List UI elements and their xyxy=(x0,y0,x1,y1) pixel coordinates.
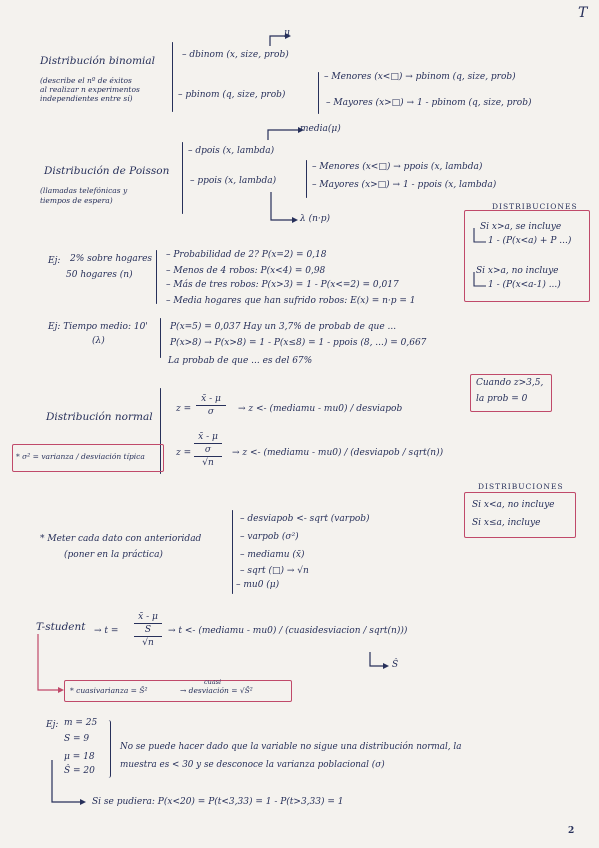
poisson-dpois: – dpois (x, lambda) xyxy=(188,146,275,156)
normal-z2-num: x̄ - μ xyxy=(198,432,218,442)
binomial-title: Distribución binomial xyxy=(40,55,156,67)
binomial-mayores: – Mayores (x>□) → 1 - pbinom (q, size, p… xyxy=(326,98,532,108)
example-3-m: m = 25 xyxy=(64,718,98,728)
example-2-line-3: La probab de que ... es del 67% xyxy=(168,356,313,366)
tstudent-num: x̄ - μ xyxy=(138,612,158,622)
example-1-given-2: 50 hogares (n) xyxy=(66,270,133,280)
meter-title: * Meter cada dato con anterioridad xyxy=(40,534,202,544)
normal-brace xyxy=(160,388,161,474)
dist-box-1-line2: 1 - (P(x<a) + P ...) xyxy=(488,236,572,246)
tstudent-title: T-student xyxy=(36,621,86,633)
binomial-pbinom-brace xyxy=(318,72,319,114)
dist-box-1-line1: Si x>a, se incluye xyxy=(480,222,562,232)
example-1-label: Ej: xyxy=(48,256,61,266)
normal-z2-rhs: → z <- (mediamu - mu0) / (desviapob / sq… xyxy=(232,448,444,458)
dist-box-2-line1: Si x<a, no incluye xyxy=(472,500,555,510)
cuando-line-1: Cuando z>3,5, xyxy=(476,378,544,388)
cuando-box xyxy=(470,374,552,412)
meter-line-1: – desviapob <- sqrt (varpob) xyxy=(240,514,370,524)
tstudent-s-symbol: Ŝ xyxy=(392,660,399,670)
example-1-line-1: – Probabilidad de 2? P(x=2) = 0,18 xyxy=(166,250,327,260)
poisson-lambda-np: λ (n·p) xyxy=(300,214,331,224)
example-1-given-1: 2% sobre hogares xyxy=(70,254,153,264)
meter-line-4: – sqrt (□) → √n xyxy=(240,566,309,576)
example-3-result: Si se pudiera: P(x<20) = P(t<3,33) = 1 -… xyxy=(92,797,344,807)
normal-z-rhs: → z <- (mediamu - mu0) / desviapob xyxy=(238,404,403,414)
normal-z-label: z = xyxy=(176,404,192,414)
example-2-label: Ej: Tiempo medio: 10' xyxy=(48,322,148,332)
example-3-note-1: No se puede hacer dado que la variable n… xyxy=(120,742,462,752)
normal-z2-label: z = xyxy=(176,448,192,458)
tstudent-den-bottom: √n xyxy=(142,638,154,648)
binomial-menores: – Menores (x<□) → pbinom (q, size, prob) xyxy=(324,72,516,82)
binomial-desc-1: (describe el nº de éxitos xyxy=(40,76,132,85)
normal-z2-den-top: σ xyxy=(204,445,212,455)
example-3-label: Ej: xyxy=(46,720,59,730)
binomial-dbinom: – dbinom (x, size, prob) xyxy=(182,50,289,60)
binomial-brace xyxy=(172,42,173,112)
corner-mark: T xyxy=(578,5,588,21)
poisson-desc-2: tiempos de espera) xyxy=(40,196,113,205)
cuasi-desv: → desviación = √Ŝ² xyxy=(180,686,253,695)
poisson-ppois: – ppois (x, lambda) xyxy=(190,176,277,186)
poisson-brace xyxy=(182,142,183,214)
example-2-lambda: (λ) xyxy=(92,336,105,346)
dist-box-2-title: DISTRIBUCIONES xyxy=(478,482,564,491)
example-2-line-1: P(x=5) = 0,037 Hay un 3,7% de probab de … xyxy=(170,322,397,332)
meter-brace xyxy=(232,510,233,594)
normal-z-num: x̄ - μ xyxy=(201,394,221,404)
dist-box-1-title: DISTRIBUCIONES xyxy=(492,202,578,211)
tstudent-den-top: S xyxy=(144,625,152,635)
distribuciones-box-1 xyxy=(464,210,590,302)
meter-line-2: – varpob (σ²) xyxy=(240,532,299,542)
binomial-desc-3: independientes entre sí) xyxy=(40,94,133,103)
distribuciones-box-2 xyxy=(464,492,576,538)
meter-subtitle: (poner en la práctica) xyxy=(64,550,163,560)
dist-box-1-line3: Si x>a, no incluye xyxy=(476,266,559,276)
example-1-line-3: – Más de tres robos: P(x>3) = 1 - P(x<=2… xyxy=(166,280,399,290)
example-3-mu: μ = 18 xyxy=(64,752,95,762)
example-1-line-4: – Media hogares que han sufrido robos: E… xyxy=(166,296,416,306)
sigma-note-box xyxy=(12,444,164,472)
poisson-mayores: – Mayores (x>□) → 1 - ppois (x, lambda) xyxy=(312,180,497,190)
example-1-line-2: – Menos de 4 robos: P(x<4) = 0,98 xyxy=(166,266,326,276)
cuasi-note: * cuasivarianza = Ŝ² xyxy=(70,686,148,695)
sigma-note: * σ² = varianza / desviación típica xyxy=(16,452,145,461)
tstudent-fraction: x̄ - μ S √n xyxy=(134,612,162,648)
cuasi-desv-top: cuasi xyxy=(204,678,222,686)
example-3-note-2: muestra es < 30 y se desconoce la varian… xyxy=(120,760,385,770)
binomial-pbinom: – pbinom (q, size, prob) xyxy=(178,90,286,100)
normal-z-fraction: x̄ - μ σ xyxy=(196,394,226,417)
tstudent-t-eq: → t = xyxy=(94,626,119,636)
page-number: 2 xyxy=(568,826,575,836)
dist-box-2-line2: Si x≤a, incluye xyxy=(472,518,541,528)
cuasi-box xyxy=(64,680,292,702)
dist-box-1-line4: 1 - (P(x<a-1) ...) xyxy=(488,280,561,290)
example-3-s: S = 9 xyxy=(64,734,90,744)
example-2-brace xyxy=(160,318,161,358)
example-3-brace xyxy=(106,720,111,778)
poisson-menores: – Menores (x<□) → ppois (x, lambda) xyxy=(312,162,483,172)
poisson-ppois-brace xyxy=(306,160,307,198)
cuando-line-2: la prob = 0 xyxy=(476,394,528,404)
example-2-line-2: P(x>8) → P(x>8) = 1 - P(x≤8) = 1 - ppois… xyxy=(170,338,427,348)
poisson-desc-1: (llamadas telefónicas y xyxy=(40,186,128,195)
normal-z-den: σ xyxy=(207,407,215,417)
normal-title: Distribución normal xyxy=(46,411,153,423)
meter-line-5: – mu0 (μ) xyxy=(236,580,280,590)
tstudent-rhs: → t <- (mediamu - mu0) / (cuasidesviacio… xyxy=(168,626,408,636)
example-1-brace xyxy=(156,250,157,304)
binomial-mu: μ xyxy=(284,28,290,38)
poisson-media: media(μ) xyxy=(300,124,341,134)
normal-z2-den-bottom: √n xyxy=(202,458,214,468)
example-3-sdev: Ŝ = 20 xyxy=(64,766,95,776)
normal-z2-fraction: x̄ - μ σ √n xyxy=(194,432,222,468)
binomial-desc-2: al realizar n experimentos xyxy=(40,85,140,94)
meter-line-3: – mediamu (x̄) xyxy=(240,550,305,560)
poisson-title: Distribución de Poisson xyxy=(44,165,170,177)
